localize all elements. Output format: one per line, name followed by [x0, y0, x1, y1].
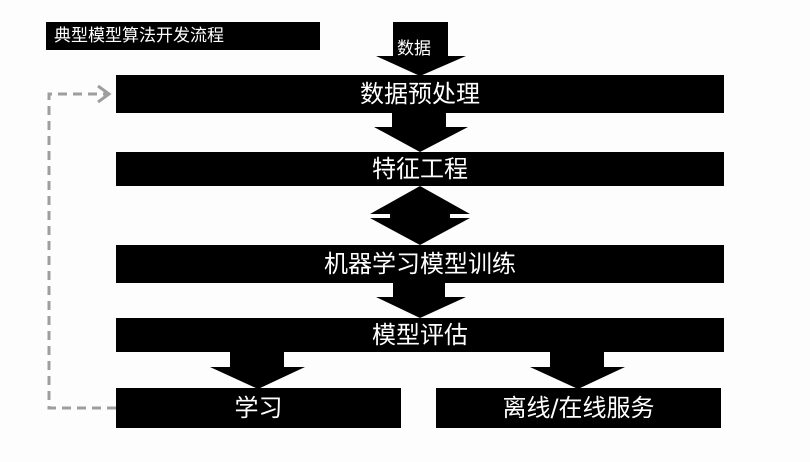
step-feature-engineering: 特征工程 — [116, 152, 724, 186]
feedback-loop-line — [47, 92, 116, 410]
step-preprocess: 数据预处理 — [116, 75, 724, 113]
arrow-eval-to-serve — [530, 352, 625, 389]
arrow-train-to-eval — [376, 283, 466, 318]
step-offline-online-serving: 离线/在线服务 — [436, 388, 721, 428]
feedback-arrowhead — [97, 84, 112, 104]
arrow-feature-to-train — [370, 186, 470, 245]
step-model-evaluation: 模型评估 — [116, 318, 724, 352]
arrow-data-to-preprocess — [376, 22, 466, 76]
step-learning: 学习 — [116, 388, 401, 428]
diagram-title: 典型模型算法开发流程 — [46, 22, 320, 50]
step-model-training: 机器学习模型训练 — [116, 245, 724, 283]
input-data-label: 数据 — [397, 39, 431, 59]
arrow-preprocess-to-feature — [374, 112, 468, 152]
arrow-eval-to-learn — [210, 352, 305, 389]
